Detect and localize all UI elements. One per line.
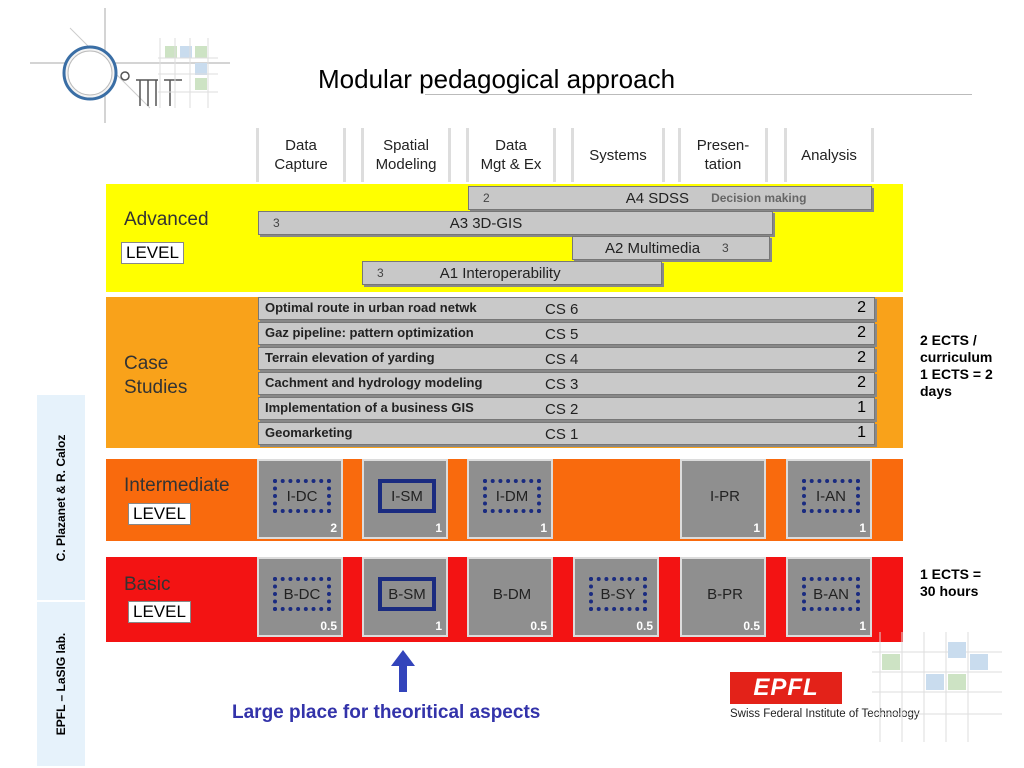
up-arrow-icon <box>391 650 415 692</box>
theory-note: Large place for theoritical aspects <box>232 702 541 723</box>
advanced-level-tag: LEVEL <box>121 242 184 264</box>
basic-label: Basic <box>124 574 171 595</box>
title-underline <box>425 94 972 95</box>
bar-a1-interoperability: 3 A1 Interoperability <box>362 261 662 285</box>
advanced-label: Advanced <box>124 209 209 230</box>
epfl-logo: EPFL Swiss Federal Institute of Technolo… <box>730 672 920 720</box>
ects-hours-note: 1 ECTS =30 hours <box>920 566 982 599</box>
column-header-presentation: Presen-tation <box>678 128 768 182</box>
intermediate-level-tag: LEVEL <box>128 503 191 525</box>
author-credit: C. Plazanet & R. Caloz <box>37 395 85 600</box>
bar-a4-sdss: 2 A4 SDSS Decision making <box>468 186 872 210</box>
column-header-systems: Systems <box>571 128 665 182</box>
decorative-grid <box>872 632 1002 742</box>
lab-credit: EPFL – LaSIG lab. <box>37 602 85 766</box>
column-header-analysis: Analysis <box>784 128 874 182</box>
decorative-logo <box>30 8 230 123</box>
intermediate-label: Intermediate <box>124 475 230 496</box>
page-title: Modular pedagogical approach <box>318 64 676 94</box>
basic-level-tag: LEVEL <box>128 601 191 623</box>
bar-a2-multimedia: A2 Multimedia 3 <box>572 236 770 260</box>
bar-a3-3dgis: 3 A3 3D-GIS <box>258 211 773 235</box>
